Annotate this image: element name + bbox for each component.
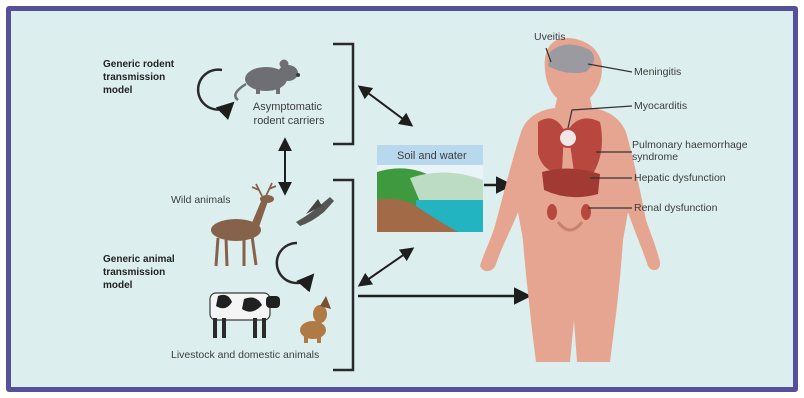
rodent-title-line-1: Generic rodent: [103, 59, 175, 70]
pulmonary-line-1: Pulmonary haemorrhage: [632, 139, 748, 151]
pulmonary-line-2: syndrome: [632, 151, 678, 163]
pulmonary-label: Pulmonary haemorrhage syndrome: [632, 139, 750, 163]
rodent-icon: [235, 60, 300, 101]
animal-model-section: Wild animals Generic animal transmission…: [103, 180, 353, 370]
human-body-icon: [480, 38, 660, 362]
rodent-bracket: [333, 44, 353, 144]
rodent-title-line-3: model: [103, 85, 133, 96]
dog-icon: [300, 296, 331, 343]
rodent-title-line-2: transmission: [103, 72, 165, 83]
animal-title-line-1: Generic animal: [103, 254, 175, 265]
animal-title-line-2: transmission: [103, 267, 165, 278]
hepatic-label: Hepatic dysfunction: [634, 172, 726, 184]
renal-label: Renal dysfunction: [634, 202, 718, 214]
soil-water-box: Soil and water: [377, 145, 483, 232]
wild-animals-label: Wild animals: [171, 194, 231, 206]
cow-icon: [210, 293, 280, 338]
rodent-model-title: Generic rodent transmission model: [103, 59, 177, 96]
soil-water-label: Soil and water: [397, 150, 467, 162]
meningitis-label: Meningitis: [634, 66, 681, 78]
carriers-line-1: Asymptomatic: [253, 101, 323, 113]
rodent-carriers-label: Asymptomatic rodent carriers: [253, 101, 325, 127]
animal-model-title: Generic animal transmission model: [103, 254, 177, 291]
rodent-model-section: Generic rodent transmission model Asympt…: [103, 44, 353, 144]
animal-soil-arrow: [360, 249, 412, 285]
animal-title-line-3: model: [103, 280, 133, 291]
livestock-label: Livestock and domestic animals: [171, 349, 319, 361]
rodent-soil-arrow: [360, 87, 411, 125]
myocarditis-label: Myocarditis: [634, 100, 687, 112]
rodent-cycle-arrow: [198, 70, 232, 110]
carriers-line-2: rodent carriers: [254, 115, 325, 127]
bird-icon: [296, 197, 334, 226]
animal-bracket: [333, 180, 353, 370]
uveitis-label: Uveitis: [534, 31, 566, 43]
animal-cycle-arrow: [277, 243, 312, 283]
